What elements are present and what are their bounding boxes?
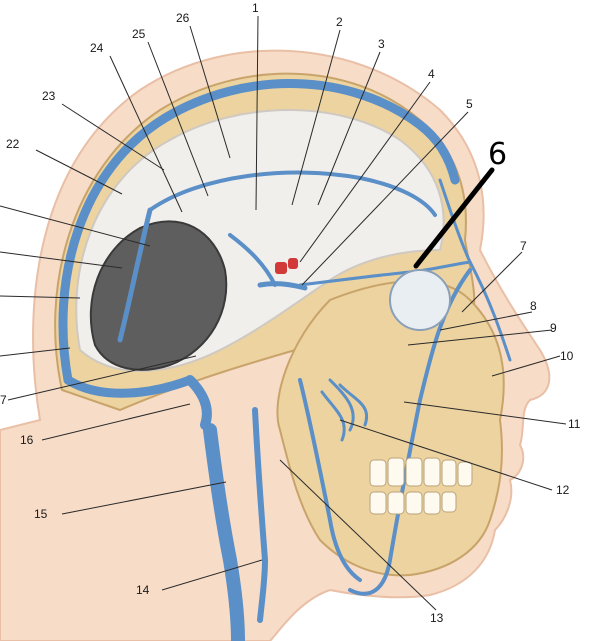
inferior-sagittal-sinus xyxy=(148,170,437,217)
label-6: 6 xyxy=(488,137,507,172)
transverse-sinus xyxy=(63,375,195,398)
leader-2 xyxy=(291,29,341,206)
number-labels: 1 2 3 4 5 6 7 8 9 10 11 12 13 14 15 16 7… xyxy=(0,1,581,625)
leader-10 xyxy=(491,355,561,377)
leader-13 xyxy=(279,459,437,611)
label-7-right: 7 xyxy=(520,239,527,253)
supratrochlear-vein xyxy=(438,178,472,264)
leader-23 xyxy=(61,103,165,171)
leader-left-d xyxy=(0,205,151,247)
leader-11 xyxy=(403,401,567,425)
leader-4 xyxy=(299,81,431,263)
straight-sinus xyxy=(117,207,153,343)
external-jugular-vein xyxy=(252,407,268,623)
leader-3 xyxy=(317,51,381,206)
leader-16 xyxy=(41,403,191,441)
superior-ophthalmic-vein xyxy=(298,260,472,287)
leader-8 xyxy=(439,311,533,331)
label-23: 23 xyxy=(42,89,56,103)
posterior-cranial-cavity xyxy=(89,220,228,371)
label-13: 13 xyxy=(430,611,444,625)
leader-7r xyxy=(461,251,523,313)
leader-26 xyxy=(189,25,231,159)
label-3: 3 xyxy=(378,37,385,51)
leader-9 xyxy=(407,329,553,346)
angular-vein xyxy=(468,260,512,362)
retromandibular-vein xyxy=(298,378,362,582)
leader-12 xyxy=(339,419,553,491)
label-24: 24 xyxy=(90,41,104,55)
label-4: 4 xyxy=(428,67,435,81)
label-16: 16 xyxy=(20,433,34,447)
leader-left-b xyxy=(0,295,81,299)
label-5: 5 xyxy=(466,97,473,111)
leader-left-a xyxy=(0,347,71,357)
sigmoid-sinus xyxy=(185,375,212,430)
leader-6 xyxy=(413,167,495,269)
leader-22 xyxy=(35,149,123,195)
label-9: 9 xyxy=(550,321,557,335)
leader-left-c xyxy=(0,251,123,269)
label-25: 25 xyxy=(132,27,146,41)
label-14: 14 xyxy=(136,583,150,597)
internal-jugular-vein xyxy=(203,423,245,641)
leader-7l xyxy=(7,355,197,401)
label-7-left: 7 xyxy=(0,393,7,407)
great-cerebral-vein xyxy=(228,233,277,287)
leader-lines xyxy=(0,15,567,611)
leader-1 xyxy=(255,15,259,211)
label-10: 10 xyxy=(560,349,574,363)
internal-carotid-artery xyxy=(275,262,287,274)
cavernous-sinus xyxy=(257,281,308,291)
label-26: 26 xyxy=(176,11,190,25)
teeth xyxy=(369,457,473,515)
label-11: 11 xyxy=(568,417,581,431)
label-22: 22 xyxy=(6,137,20,151)
label-1: 1 xyxy=(252,1,259,15)
internal-carotid-artery-2 xyxy=(288,258,298,269)
eyeball xyxy=(389,269,451,331)
leader-25 xyxy=(147,41,209,197)
label-2: 2 xyxy=(336,15,343,29)
leader-14 xyxy=(161,559,263,591)
label-15: 15 xyxy=(34,507,48,521)
superior-sagittal-sinus xyxy=(58,79,460,385)
leader-15 xyxy=(61,481,227,515)
leader-24 xyxy=(109,55,183,213)
pterygoid-plexus xyxy=(320,378,369,442)
leader-5 xyxy=(301,111,469,286)
label-8: 8 xyxy=(530,299,537,313)
label-12: 12 xyxy=(556,483,570,497)
